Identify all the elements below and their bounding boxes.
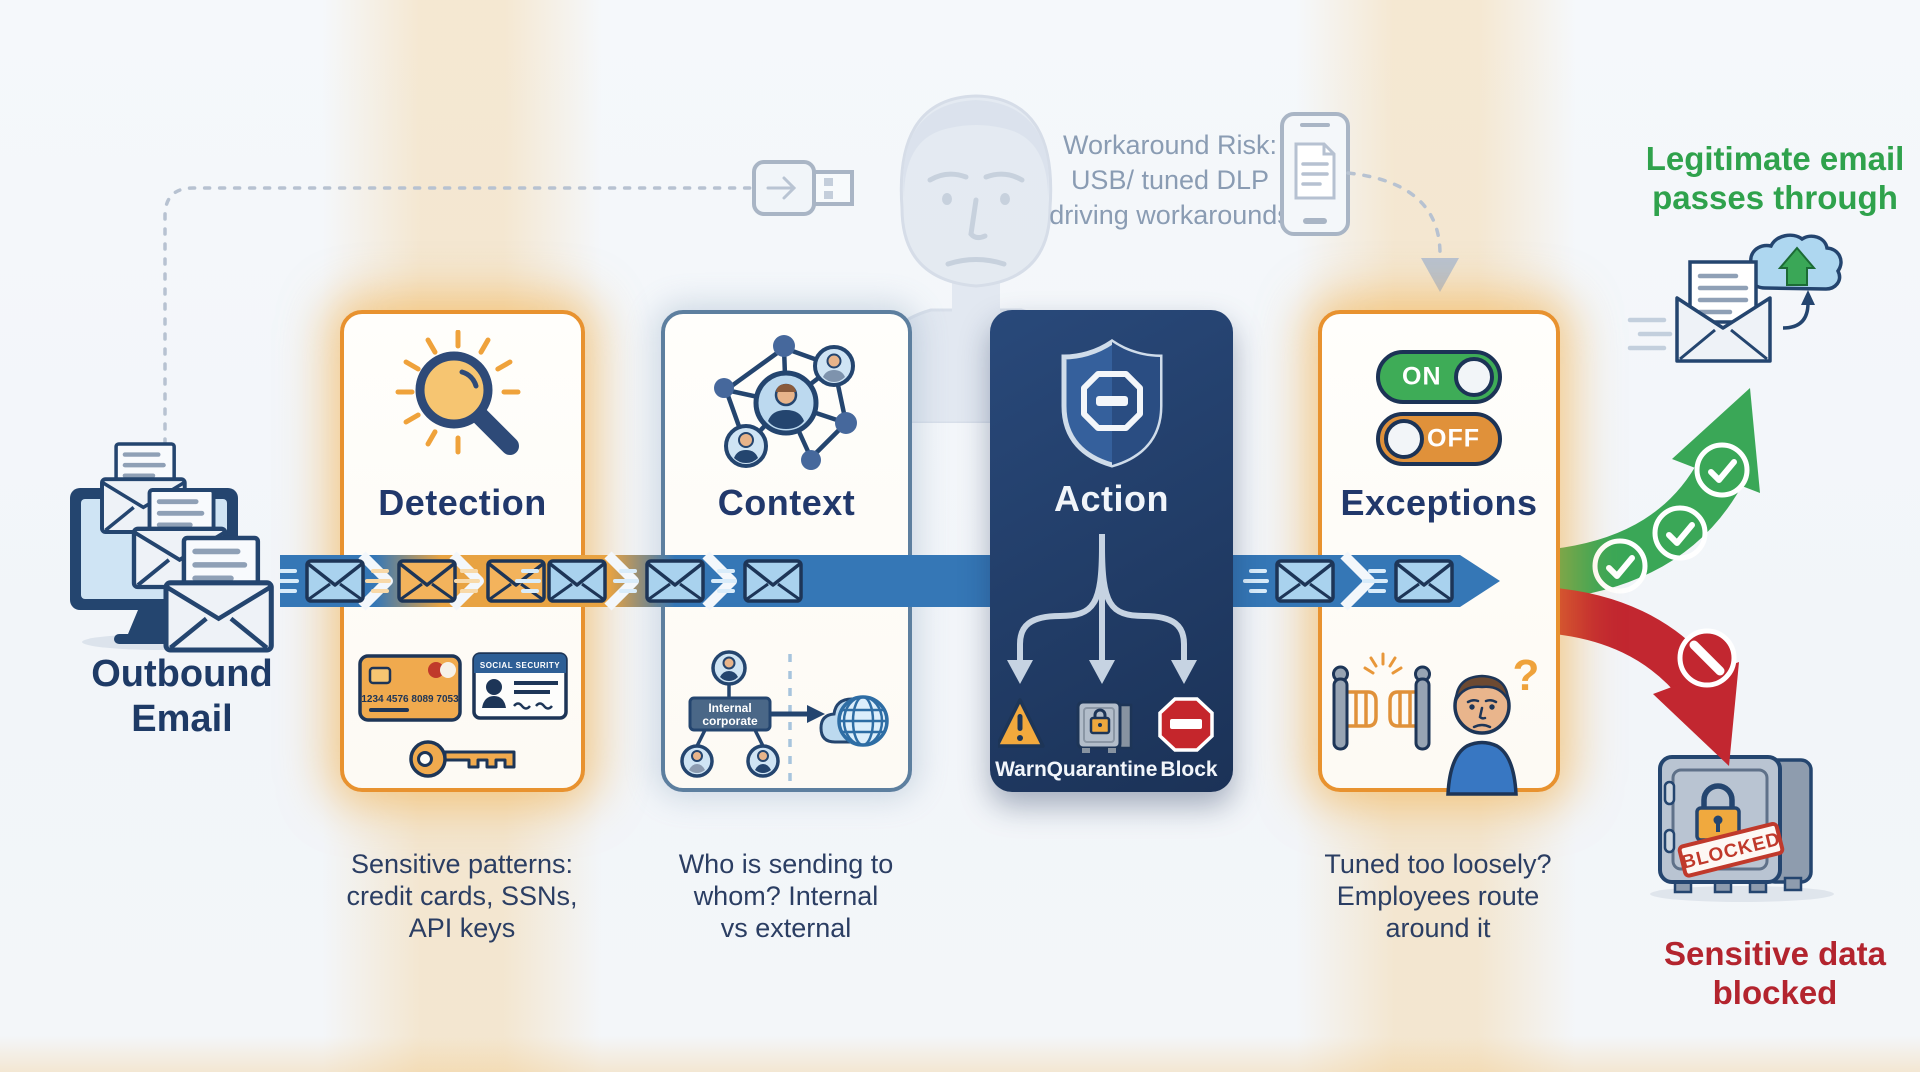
internal-external-icon: Internal corporate	[680, 650, 889, 784]
workaround-note: Workaround Risk: USB/ tuned DLP driving …	[1035, 128, 1305, 233]
question-mark: ?	[1513, 651, 1540, 700]
dashed-arrow-down	[1346, 171, 1459, 292]
card-exceptions: ON OFF Exceptions	[1318, 310, 1560, 796]
outbound-label-line: Email	[131, 697, 233, 740]
context-caption: Who is sending to whom? Internal vs exte…	[636, 848, 936, 944]
pass-block-fork	[1550, 388, 1760, 766]
workaround-note-line: USB/ tuned DLP	[1070, 165, 1270, 195]
detection-caption: Sensitive patterns: credit cards, SSNs, …	[312, 848, 612, 944]
action-title: Action	[1054, 478, 1169, 519]
blocked-label-line: blocked	[1712, 973, 1838, 1011]
org-label-line1: Internal	[708, 701, 751, 715]
caption-line: whom? Internal	[693, 881, 879, 911]
phone-document-icon	[1280, 112, 1350, 236]
toggle-on[interactable]: ON	[1376, 350, 1502, 404]
blocked-safe-icon: BLOCKED	[1650, 755, 1834, 902]
outbound-label-line: Outbound	[91, 653, 273, 695]
exceptions-caption: Tuned too loosely? Employees route aroun…	[1288, 848, 1588, 944]
outbound-email-icon	[70, 442, 274, 653]
toggle-off[interactable]: OFF	[1376, 412, 1502, 466]
caption-line: Sensitive patterns:	[350, 849, 574, 879]
outbound-email-label: Outbound Email	[42, 652, 322, 742]
green-arrowhead	[1672, 388, 1760, 493]
toggle-on-label: ON	[1402, 362, 1442, 391]
block-stop-icon	[1158, 697, 1214, 752]
sensitive-data-icons: 1234 4576 8089 7053 SOCIAL SECURITY	[358, 652, 568, 778]
org-label-line2: corporate	[702, 714, 758, 728]
gate-bypass-icon: ?	[1332, 651, 1540, 796]
pass-label-line: Legitimate email	[1645, 140, 1905, 177]
email-flow-band	[280, 551, 1500, 611]
branch-arrows	[1007, 534, 1197, 684]
ssn-header: SOCIAL SECURITY	[480, 661, 560, 670]
workaround-note-line: driving workarounds	[1049, 200, 1291, 230]
toggle-off-label: OFF	[1427, 424, 1480, 453]
caption-line: Tuned too loosely?	[1324, 849, 1552, 879]
faded-person-icon	[852, 94, 1100, 423]
action-option-icons	[998, 697, 1214, 753]
quarantine-safe-icon	[1076, 700, 1133, 753]
toggle-off-knob[interactable]	[1384, 419, 1424, 459]
card-detection: Detection 1234 4576 8089 7053 SOCIAL SEC…	[340, 310, 585, 792]
caption-line: credit cards, SSNs,	[346, 881, 578, 911]
card-action: Action	[990, 310, 1233, 792]
magnifier-icon	[395, 330, 520, 455]
blocked-stamp: BLOCKED	[1677, 821, 1785, 878]
shield-icon	[1061, 338, 1162, 468]
people-network-icon	[713, 335, 857, 470]
pass-outcome-label: Legitimate email passes through	[1620, 140, 1920, 218]
warm-edge-bottom	[0, 1036, 1920, 1072]
red-arrowhead	[1653, 662, 1739, 766]
blocked-outcome-label: Sensitive data blocked	[1625, 935, 1920, 1013]
action-option-block: Block	[1160, 758, 1218, 781]
context-title: Context	[717, 482, 856, 523]
toggle-on-knob[interactable]	[1454, 357, 1494, 397]
exceptions-title: Exceptions	[1340, 482, 1538, 523]
email-upload-icon	[1627, 233, 1843, 363]
caption-line: Employees route	[1336, 881, 1540, 911]
usb-drive-icon	[752, 160, 854, 216]
workaround-note-line: Workaround Risk:	[1062, 130, 1278, 160]
caption-line: Who is sending to	[678, 849, 894, 879]
action-option-quarantine: Quarantine	[1046, 758, 1158, 781]
caption-line: API keys	[408, 913, 516, 943]
blocked-label-line: Sensitive data	[1664, 935, 1886, 972]
card-context: Context Internal corporate	[661, 310, 912, 792]
credit-card-number: 1234 4576 8089 7053	[361, 694, 459, 705]
pass-label-line: passes through	[1652, 178, 1898, 216]
caption-line: vs external	[720, 913, 852, 943]
caption-line: around it	[1385, 913, 1491, 943]
action-option-warn: Warn	[995, 758, 1047, 781]
detection-title: Detection	[378, 482, 547, 523]
